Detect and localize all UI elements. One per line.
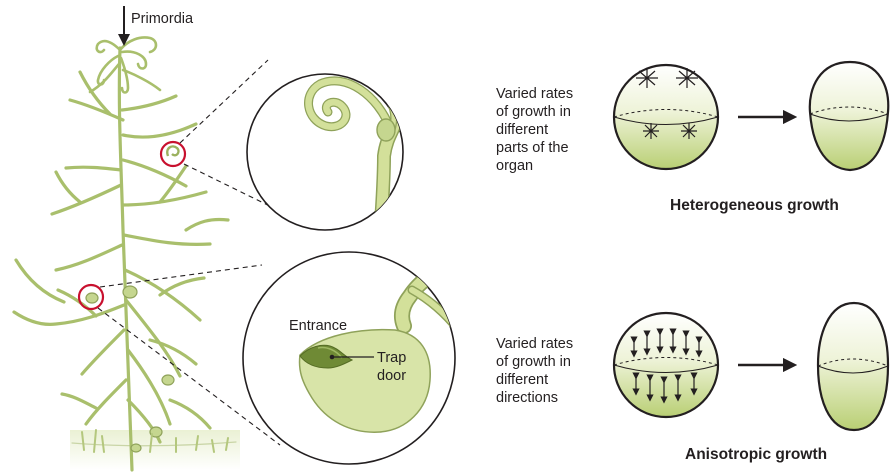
anisotropic-result-shape — [818, 303, 888, 430]
anisotropic-growth-panel: Varied rates of growth in different dire… — [496, 303, 888, 463]
anisotropic-description: Varied rates of growth in different dire… — [496, 336, 577, 406]
anisotropic-title: Anisotropic growth — [685, 446, 827, 463]
left-branches — [14, 72, 126, 424]
magnified-trap: Entrance Trap door — [243, 252, 460, 464]
primordia-cluster — [90, 38, 160, 93]
trap-label: Trap — [377, 350, 406, 366]
magnified-primordium — [247, 74, 403, 238]
heterogeneous-growth-panel: Varied rates of growth in different part… — [496, 62, 888, 214]
heterogeneous-result-shape — [810, 62, 888, 170]
primordia-label: Primordia — [131, 11, 194, 27]
entrance-label: Entrance — [289, 318, 347, 334]
anisotropic-sphere — [614, 313, 718, 417]
door-label: door — [377, 368, 406, 384]
heterogeneous-sphere — [614, 65, 718, 169]
heterogeneous-title: Heterogeneous growth — [670, 197, 839, 214]
heterogeneous-description: Varied rates of growth in different part… — [496, 86, 577, 174]
bladderwort-plant — [14, 38, 240, 471]
